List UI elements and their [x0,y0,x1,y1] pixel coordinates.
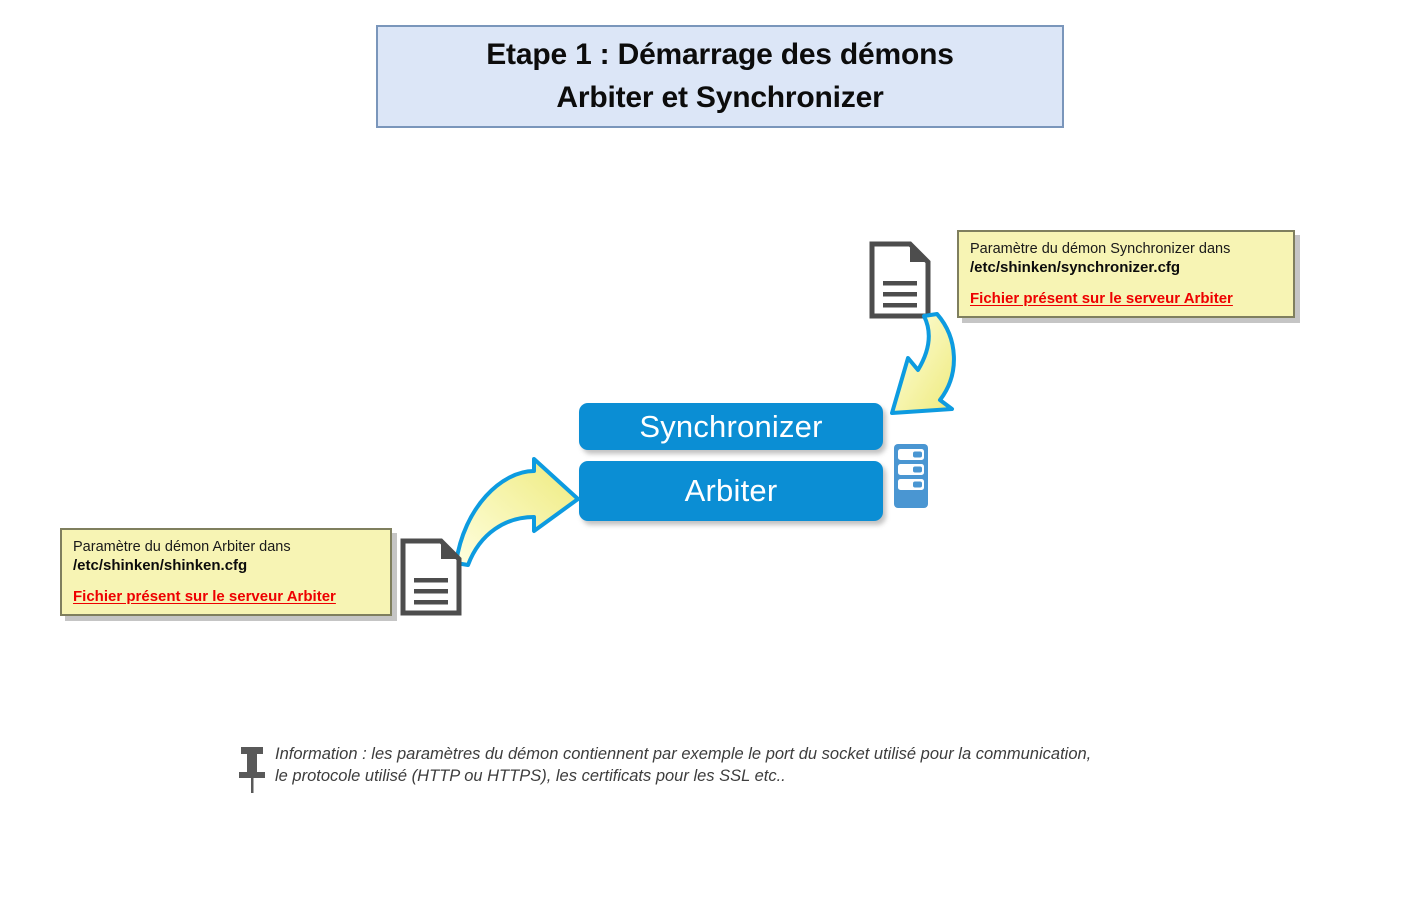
note-synchronizer: Paramètre du démon Synchronizer dans /et… [957,230,1295,318]
note-arbiter-warning: Fichier présent sur le serveur Arbiter [73,588,336,606]
document-icon [869,241,931,319]
note-synchronizer-path: /etc/shinken/synchronizer.cfg [970,258,1181,276]
footer-info-text: Information : les paramètres du démon co… [275,745,1092,786]
daemon-box-synchronizer[interactable]: Synchronizer [579,403,883,450]
note-arbiter: Paramètre du démon Arbiter dans /etc/shi… [60,528,392,616]
page-title: Etape 1 : Démarrage des démons Arbiter e… [486,37,954,114]
document-icon [400,538,462,616]
daemon-box-arbiter[interactable]: Arbiter [579,461,883,521]
page-title-box: Etape 1 : Démarrage des démons Arbiter e… [376,25,1064,128]
note-arbiter-path: /etc/shinken/shinken.cfg [73,556,248,574]
push-pin-icon [239,747,265,793]
curved-arrow-right-icon [454,457,580,567]
note-arbiter-line1: Paramètre du démon Arbiter dans [73,539,291,555]
footer-info: Information : les paramètres du démon co… [238,743,1218,795]
curved-arrow-down-left-icon [890,312,956,415]
daemon-box-synchronizer-label: Synchronizer [639,408,823,444]
note-synchronizer-warning: Fichier présent sur le serveur Arbiter [970,290,1233,308]
note-synchronizer-line1: Paramètre du démon Synchronizer dans [970,241,1231,257]
server-rack-icon [894,444,928,508]
daemon-box-arbiter-label: Arbiter [684,473,778,508]
